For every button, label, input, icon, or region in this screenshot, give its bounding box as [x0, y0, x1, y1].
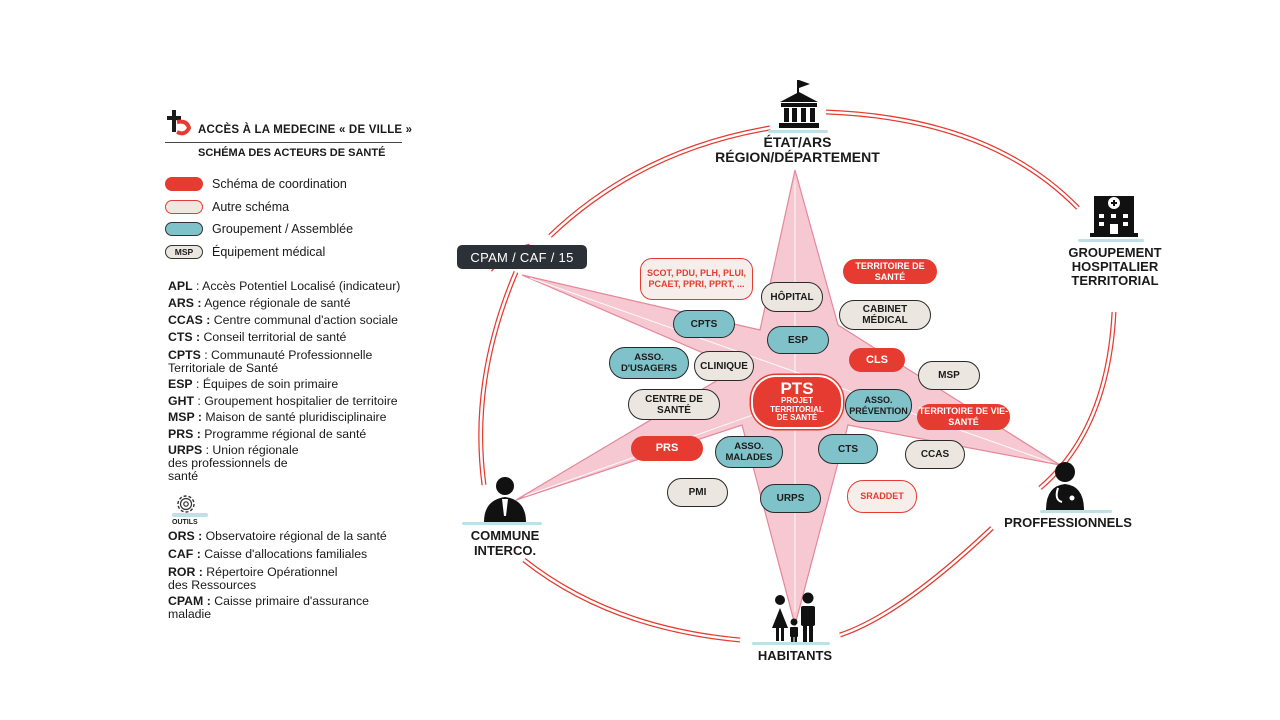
node-cabinet-medical: CABINET MÉDICAL	[839, 300, 931, 330]
node-msp: MSP	[918, 361, 980, 390]
outil-ror: ROR : Répertoire Opérationnel des Ressou…	[168, 565, 338, 592]
legend-swatch-group	[165, 222, 203, 236]
abbr-urps: URPS : Union régionale des professionnel…	[168, 443, 299, 483]
node-esp: ESP	[767, 326, 829, 354]
node-cts: CTS	[818, 434, 878, 464]
legend-swatch-equipment: MSP	[165, 245, 203, 259]
node-territoire-sante: TERRITOIRE DE SANTÉ	[843, 259, 937, 284]
node-centre-sante: CENTRE DE SANTÉ	[628, 389, 720, 420]
doctor-icon	[1046, 462, 1084, 510]
legend-item-group: Groupement / Assemblée	[165, 221, 353, 237]
abbr-ccas: CCAS : Centre communal d'action sociale	[168, 313, 398, 327]
abbr-cts: CTS : Conseil territorial de santé	[168, 330, 347, 344]
node-ccas: CCAS	[905, 440, 965, 469]
node-sraddet: SRADDET	[847, 480, 917, 513]
legend-divider	[165, 142, 402, 143]
node-scot: SCOT, PDU, PLH, PLUI, PCAET, PPRI, PPRT,…	[640, 258, 753, 300]
abbr-esp: ESP : Équipes de soin primaire	[168, 377, 339, 391]
outils-label: OUTILS	[172, 519, 198, 526]
node-prs: PRS	[631, 436, 703, 461]
legend-item-other: Autre schéma	[165, 199, 289, 215]
node-pmi: PMI	[667, 478, 728, 507]
node-cpts: CPTS	[673, 310, 735, 338]
actor-etat: ÉTAT/ARS RÉGION/DÉPARTEMENT	[715, 134, 880, 165]
outils-underline	[172, 513, 208, 517]
government-building-icon	[779, 80, 819, 128]
actor-ght: GROUPEMENT HOSPITALIER TERRITORIAL	[1068, 245, 1162, 288]
cpam-caf-box: CPAM / CAF / 15	[457, 245, 587, 269]
abbr-prs: PRS : Programme régional de santé	[168, 427, 367, 441]
legend-swatch-red	[165, 177, 203, 191]
gear-icon	[177, 495, 195, 513]
legend-swatch-other	[165, 200, 203, 214]
node-pts: PTS PROJET TERRITORIAL DE SANTÉ	[751, 375, 843, 429]
outil-ors: ORS : Observatoire régional de la santé	[168, 529, 387, 543]
abbr-msp: MSP : Maison de santé pluridisciplinaire	[168, 410, 387, 424]
node-asso-prevention: ASSO. PRÉVENTION	[845, 389, 912, 422]
node-clinique: CLINIQUE	[694, 351, 754, 381]
legend-subtitle: SCHÉMA DES ACTEURS DE SANTÉ	[198, 147, 386, 159]
actor-habitants: HABITANTS	[757, 648, 833, 663]
legend-item-coordination: Schéma de coordination	[165, 176, 347, 192]
abbr-cpts: CPTS : Communauté Professionnelle Territ…	[168, 348, 373, 375]
node-cls: CLS	[849, 348, 905, 372]
outil-caf: CAF : Caisse d'allocations familiales	[168, 547, 368, 561]
logo-icon	[167, 110, 192, 136]
node-hopital: HÔPITAL	[761, 282, 823, 312]
actor-professionnels: PROFFESSIONNELS	[1004, 515, 1132, 530]
node-urps: URPS	[760, 484, 821, 513]
family-icon	[772, 592, 815, 642]
outil-cpam: CPAM : Caisse primaire d'assurance malad…	[168, 594, 369, 621]
legend-item-equipment: MSP Équipement médical	[165, 244, 325, 260]
abbr-ars: ARS : Agence régionale de santé	[168, 296, 351, 310]
node-territoire-vie-sante: TERRITOIRE DE VIE-SANTÉ	[917, 404, 1010, 430]
abbr-ght: GHT : Groupement hospitalier de territoi…	[168, 394, 398, 408]
node-asso-malades: ASSO. MALADES	[715, 436, 783, 468]
node-asso-usagers: ASSO. D'USAGERS	[609, 347, 689, 379]
legend-title: ACCÈS À LA MEDECINE « DE VILLE »	[198, 124, 413, 136]
abbr-apl: APL : Accès Potentiel Localisé (indicate…	[168, 279, 401, 293]
actor-commune: COMMUNE INTERCO.	[470, 528, 540, 558]
